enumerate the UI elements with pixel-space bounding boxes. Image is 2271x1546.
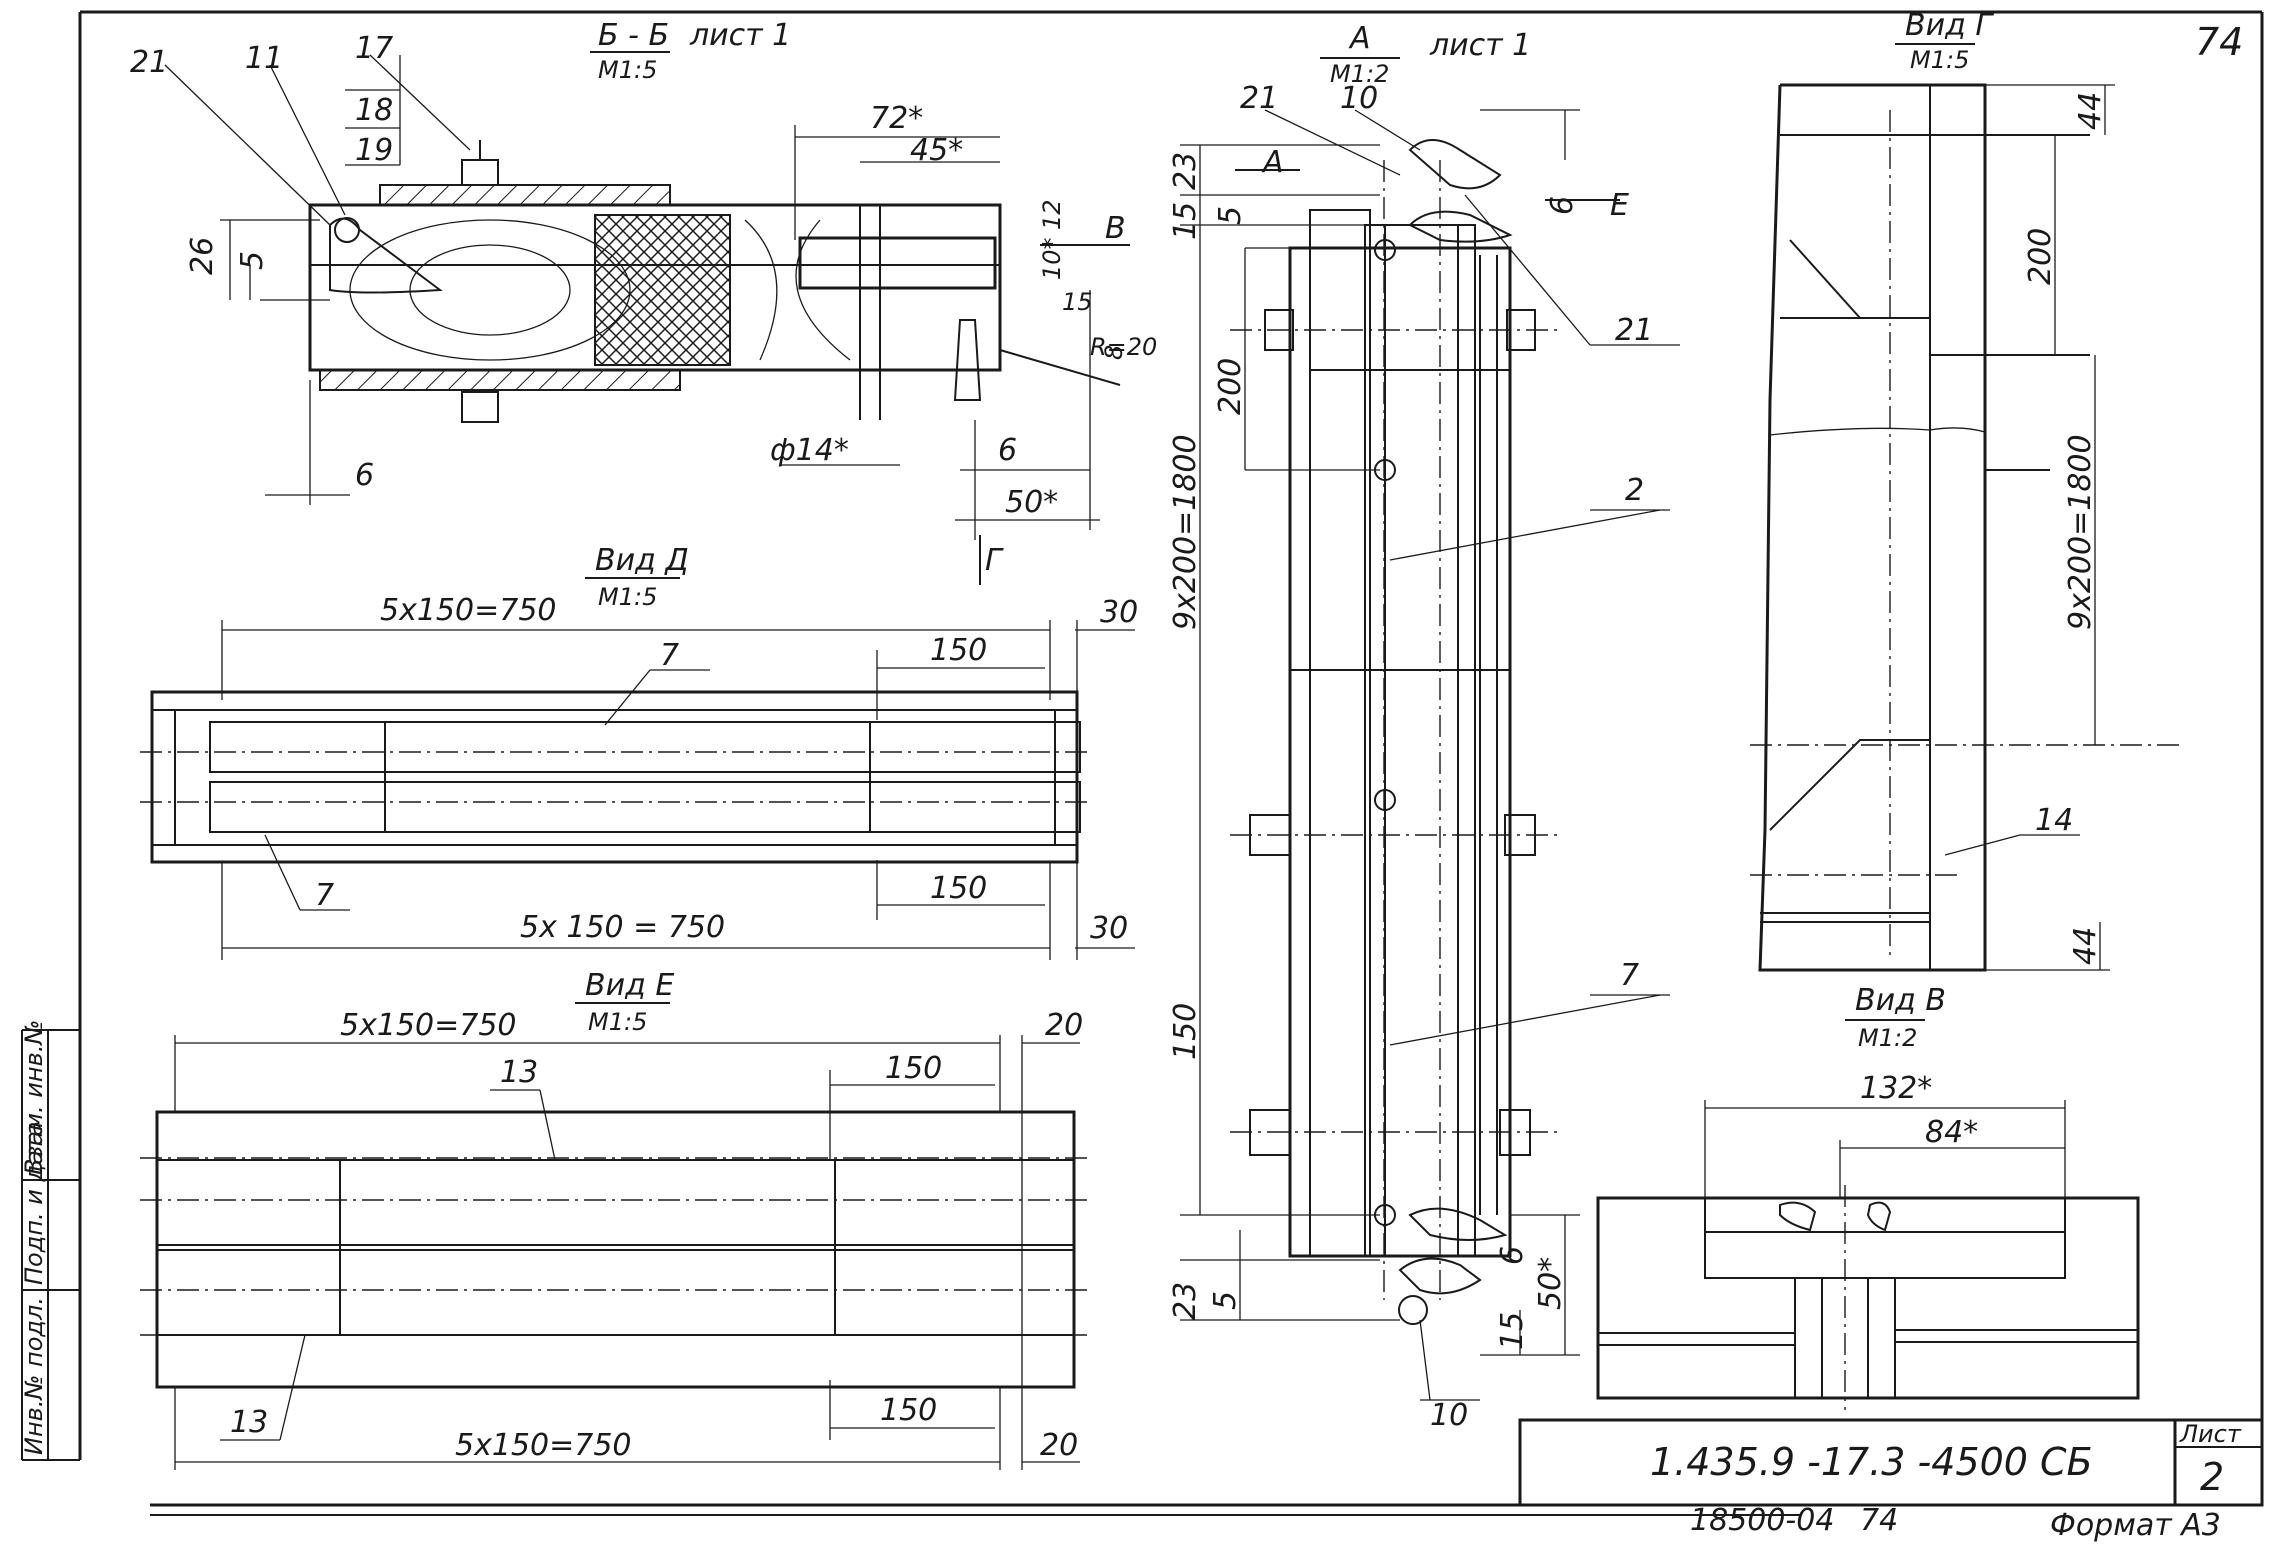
view-d-dim-30-top: 30: [1100, 595, 1138, 630]
section-a-note: лист 1: [1429, 28, 1531, 63]
format-label: Формат А3: [2050, 1508, 2221, 1543]
view-d: Вид Д М1:5 5х150=750 30: [140, 543, 1138, 960]
view-g-dim-200: 200: [2023, 228, 2058, 285]
binding-strip: Инв.№ подл. Подп. и дата Взам. инв.№: [20, 1020, 80, 1461]
section-a-dim-15-bottom: 15: [1495, 1312, 1530, 1350]
section-b-note: лист 1: [689, 18, 791, 53]
view-g-scale: М1:5: [1910, 46, 1969, 74]
section-a-dim-23-bottom: 23: [1168, 1282, 1203, 1320]
archive-number: 18500-04: [1690, 1503, 1834, 1538]
section-a-dim-23: 23: [1168, 152, 1203, 190]
section-a-dim-1800: 9х200=1800: [1168, 434, 1203, 630]
view-g-callout-14: 14: [2035, 803, 2073, 838]
view-d-title: Вид Д: [595, 543, 689, 578]
view-e-dim-bottom: 5х150=750: [455, 1428, 632, 1463]
side-label-inv: Инв.№ подл.: [20, 1297, 48, 1455]
section-b-dim-5: 5: [235, 251, 270, 270]
stamp-sheet-no: 2: [2200, 1455, 2224, 1499]
section-a-dim-5-bottom: 5: [1208, 1291, 1243, 1310]
section-b-dim-r20: R=20: [1090, 333, 1157, 361]
view-d-callout-bottom: 7: [315, 878, 334, 913]
section-a-dim-50: 50*: [1533, 1257, 1568, 1310]
view-e: Вид Е М1:5 5х150=750 20 150 13: [140, 968, 1090, 1470]
section-a-arrow-a: А: [1261, 145, 1284, 180]
view-e-dim-150-top: 150: [885, 1051, 942, 1086]
section-b-dim-f14: ф14*: [770, 433, 849, 468]
side-label-replace: Взам. инв.№: [20, 1020, 48, 1175]
view-v-dim-132: 132*: [1860, 1071, 1932, 1106]
section-a-dim-6-bottom: 6: [1495, 1246, 1530, 1265]
section-a-dim-6-top: 6: [1545, 196, 1580, 215]
section-b-scale: М1:5: [598, 56, 657, 84]
view-d-dim-bottom: 5х 150 = 750: [520, 910, 725, 945]
section-a-callout-2: 2: [1625, 473, 1644, 508]
section-a-callout-10-top: 10: [1340, 81, 1378, 116]
stamp-sheet-label: Лист: [2179, 1420, 2242, 1448]
section-b-dim-50: 50*: [1005, 485, 1058, 520]
section-a: А М1:2 лист 1: [1168, 21, 1680, 1433]
section-b-dim-10: 10*: [1038, 237, 1066, 280]
view-g-dim-44-top: 44: [2073, 92, 2108, 130]
section-a-arrow-e: Е: [1610, 188, 1629, 223]
view-d-dim-top: 5х150=750: [380, 593, 557, 628]
view-g: Вид Г М1:5 44 200 9х200=1800 44 14: [1750, 8, 2180, 972]
side-label-sign: Подп. и дата: [20, 1122, 48, 1286]
section-a-callout-10-bottom: 10: [1430, 1398, 1468, 1433]
view-d-dim-150-bottom: 150: [930, 871, 987, 906]
view-e-callout-bottom: 13: [230, 1405, 268, 1440]
view-e-scale: М1:5: [588, 1008, 647, 1036]
view-e-dim-top: 5х150=750: [340, 1008, 517, 1043]
section-b-dim-12: 12: [1038, 199, 1066, 230]
section-b-callout-17: 17: [355, 31, 393, 66]
stamp-drawing-code: 1.435.9 -17.3 -4500 СБ: [1650, 1440, 2093, 1484]
section-b-dim-45: 45*: [910, 133, 963, 168]
view-e-dim-150-bottom: 150: [880, 1393, 937, 1428]
section-b-dim-72: 72*: [870, 101, 923, 136]
section-b-dim-6-right: 6: [998, 433, 1017, 468]
view-g-dim-44-bottom: 44: [2068, 927, 2103, 965]
section-a-callout-21-right: 21: [1615, 313, 1653, 348]
section-a-dim-200: 200: [1213, 358, 1248, 415]
view-e-title: Вид Е: [585, 968, 674, 1003]
section-b-b: Б - Б М1:5 лист 1: [130, 18, 1157, 585]
view-g-title: Вид Г: [1905, 8, 1994, 43]
view-d-dim-30-bottom: 30: [1090, 911, 1128, 946]
view-v: Вид В М1:2 132* 84*: [1596, 983, 2140, 1410]
view-e-dim-20-bottom: 20: [1040, 1428, 1078, 1463]
archive-page: 74: [1860, 1503, 1898, 1538]
section-b-callout-11: 11: [245, 41, 283, 76]
section-b-arrow-g: Г: [985, 543, 1004, 578]
section-b-dim-8: 8: [1100, 345, 1128, 360]
section-a-callout-21-top: 21: [1240, 81, 1278, 116]
view-v-title: Вид В: [1855, 983, 1946, 1018]
title-stamp: Лист 2 1.435.9 -17.3 -4500 СБ: [1518, 1418, 2264, 1507]
view-e-callout-top: 13: [500, 1055, 538, 1090]
view-g-dim-1800: 9х200=1800: [2063, 434, 2098, 630]
sheet-number: 74: [2195, 20, 2243, 64]
view-v-dim-84: 84*: [1925, 1115, 1978, 1150]
section-b-callout-21: 21: [130, 45, 168, 80]
view-d-scale: М1:5: [598, 583, 657, 611]
section-a-title: А: [1348, 21, 1371, 56]
section-b-arrow-v: В: [1105, 211, 1126, 246]
section-a-dim-15: 15: [1168, 202, 1203, 240]
section-b-callout-18: 18: [355, 93, 393, 128]
section-a-dim-150: 150: [1168, 1003, 1203, 1060]
section-b-callout-19: 19: [355, 133, 393, 168]
view-d-dim-150-top: 150: [930, 633, 987, 668]
section-a-scale: М1:2: [1330, 60, 1389, 88]
section-b-dim-6-left: 6: [355, 458, 374, 493]
view-v-scale: М1:2: [1858, 1024, 1917, 1052]
section-a-dim-5-top: 5: [1213, 206, 1248, 225]
view-e-dim-20-top: 20: [1045, 1008, 1083, 1043]
section-b-dim-15: 15: [1062, 288, 1093, 316]
section-b-title: Б - Б: [598, 18, 669, 53]
section-b-dim-26: 26: [185, 237, 220, 275]
section-a-callout-7: 7: [1620, 958, 1639, 993]
view-d-callout-top: 7: [660, 638, 679, 673]
